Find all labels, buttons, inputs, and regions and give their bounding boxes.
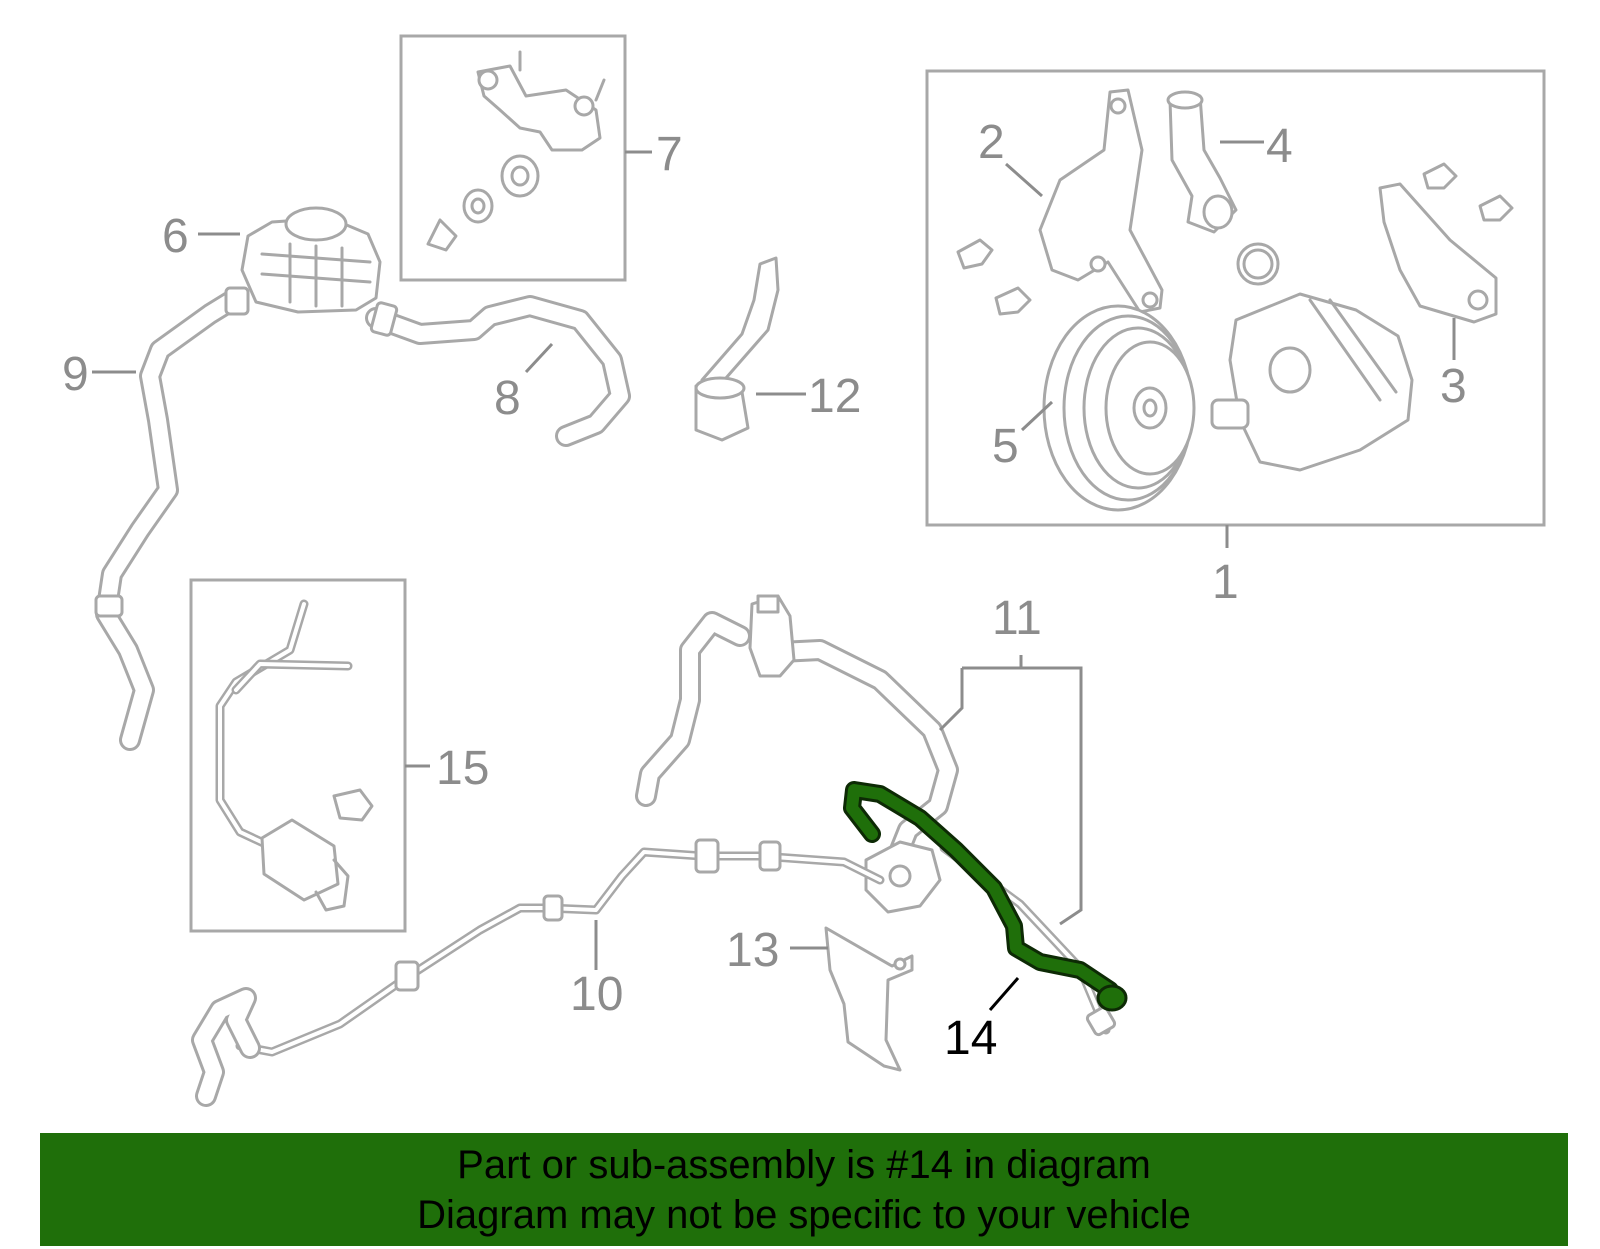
- callout-4: 4: [1266, 120, 1293, 173]
- callout-11: 11: [992, 592, 1042, 645]
- callout-5: 5: [992, 420, 1019, 473]
- part-14-highlighted-hose[interactable]: [843, 781, 1128, 1012]
- part-7-bracket-kit: [399, 34, 652, 282]
- leader-2: [1005, 162, 1043, 198]
- part-10-return-line: [191, 838, 885, 1107]
- part-13-bracket: [824, 926, 914, 1072]
- leader-11: [938, 655, 1083, 926]
- leader-5: [1020, 400, 1054, 432]
- callout-1: 1: [1212, 556, 1239, 609]
- part-6-reservoir: [240, 206, 382, 314]
- leader-8: [524, 342, 554, 374]
- part-11-hose-assembly: [635, 594, 1117, 1037]
- part-8-hose: [365, 295, 631, 447]
- part-12-clamp-bracket: [694, 256, 780, 442]
- callout-14: 14: [944, 1012, 997, 1065]
- banner-line-1: Part or sub-assembly is #14 in diagram: [457, 1142, 1151, 1187]
- callout-7: 7: [656, 128, 683, 181]
- callout-12: 12: [808, 370, 861, 423]
- callout-15: 15: [436, 742, 489, 795]
- callout-6: 6: [162, 210, 189, 263]
- callout-9: 9: [62, 348, 89, 401]
- leader-14: [988, 977, 1020, 1011]
- callout-2: 2: [978, 116, 1005, 169]
- callout-3: 3: [1440, 360, 1467, 413]
- callout-10: 10: [570, 968, 623, 1021]
- part-1-pump-assembly: [925, 69, 1546, 548]
- part-15-cooler-kit: [189, 578, 430, 933]
- banner-line-2: Diagram may not be specific to your vehi…: [417, 1192, 1191, 1237]
- callout-13: 13: [726, 924, 779, 977]
- callout-8: 8: [494, 372, 521, 425]
- info-banner: Part or sub-assembly is #14 in diagram D…: [40, 1133, 1568, 1246]
- part-9-hose: [94, 286, 250, 751]
